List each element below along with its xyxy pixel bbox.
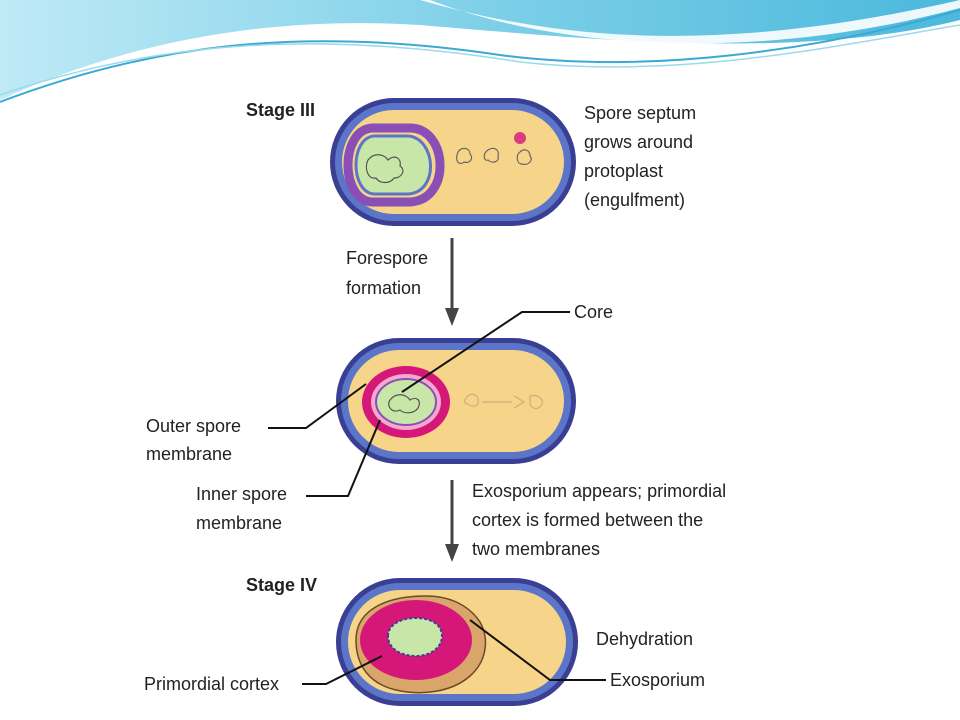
arrow-cortex bbox=[445, 480, 459, 562]
stage3-dna-fragments bbox=[456, 147, 532, 165]
cortex-label: Primordial cortex bbox=[144, 674, 279, 694]
header-wave-band bbox=[0, 0, 960, 100]
header-wave-line bbox=[0, 9, 960, 103]
stage3-granule bbox=[514, 132, 526, 144]
exosporium-label: Exosporium bbox=[610, 670, 705, 690]
dehydration-label: Dehydration bbox=[596, 629, 693, 649]
stage3-note-line2: grows around bbox=[584, 132, 693, 152]
stage3-septum-inner bbox=[354, 134, 432, 196]
core-label: Core bbox=[574, 302, 613, 322]
stage3-title: Stage III bbox=[246, 100, 315, 120]
stage3-note-line1: Spore septum bbox=[584, 103, 696, 123]
slide-header-waves bbox=[0, 0, 960, 103]
stage3-cell bbox=[330, 98, 576, 226]
arrow2-label-line1: Exosporium appears; primordial bbox=[472, 481, 726, 501]
forespore-inner-membrane bbox=[375, 378, 437, 426]
inner-membrane-label-line1: Inner spore bbox=[196, 484, 287, 504]
stage3-note-line3: protoplast bbox=[584, 161, 663, 181]
arrow2-label-line2: cortex is formed between the bbox=[472, 510, 703, 530]
arrow1-label-line1: Forespore bbox=[346, 248, 428, 268]
forespore-mother-dna bbox=[464, 393, 543, 410]
arrow1-label-line2: formation bbox=[346, 278, 421, 298]
stage4-cell bbox=[336, 578, 578, 706]
header-wave-line-2 bbox=[0, 24, 960, 96]
outer-membrane-label-line2: membrane bbox=[146, 444, 232, 464]
stage3-note-line4: (engulfment) bbox=[584, 190, 685, 210]
stage3-nucleoid bbox=[365, 154, 404, 184]
header-wave-highlight bbox=[420, 0, 960, 44]
stage4-core bbox=[386, 616, 444, 658]
inner-membrane-leader-line bbox=[306, 419, 381, 497]
outer-membrane-label-line1: Outer spore bbox=[146, 416, 241, 436]
arrow-forespore bbox=[445, 238, 459, 326]
exosporium-leader-line bbox=[469, 619, 606, 681]
stage3-septum-membrane bbox=[343, 123, 445, 207]
stage4-title: Stage IV bbox=[246, 575, 317, 595]
forespore-cell bbox=[336, 338, 576, 464]
inner-membrane-label-line2: membrane bbox=[196, 513, 282, 533]
forespore-core-nucleoid bbox=[388, 394, 420, 414]
core-leader-line bbox=[401, 311, 570, 393]
outer-membrane-leader-line bbox=[268, 383, 367, 429]
arrow2-label-line3: two membranes bbox=[472, 539, 600, 559]
cortex-leader-line bbox=[302, 655, 383, 685]
